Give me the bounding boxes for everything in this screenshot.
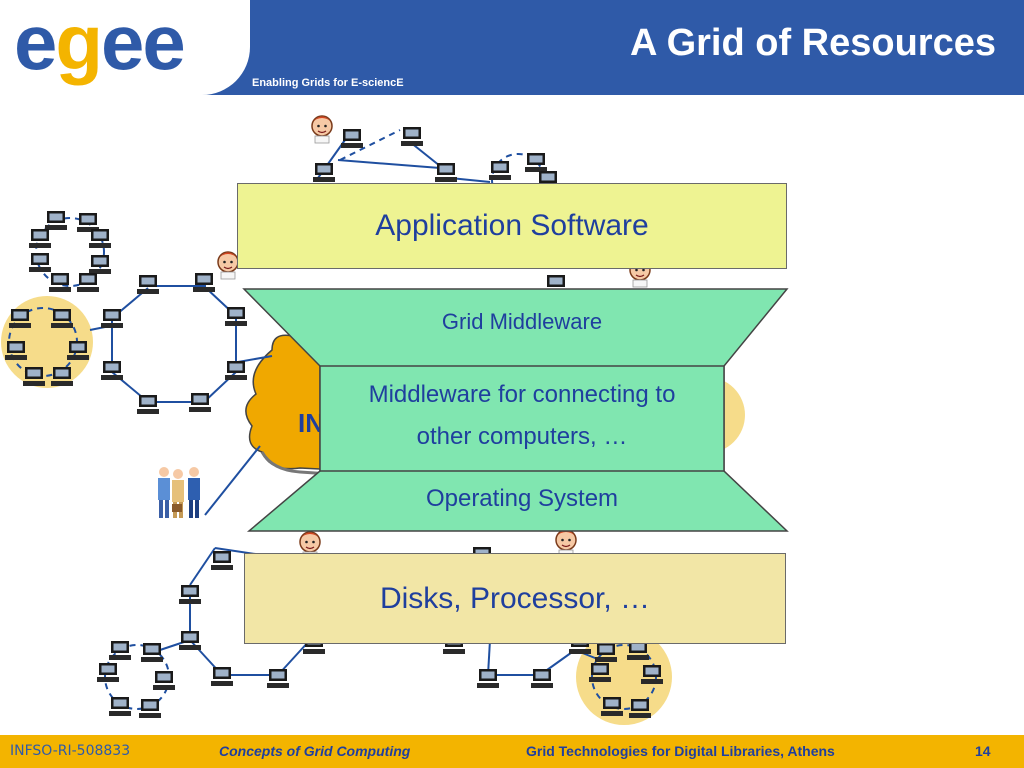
footer-page-number: 14: [975, 743, 991, 759]
logo-plate: egee: [0, 0, 250, 95]
tagline: Enabling Grids for E-sciencE: [252, 77, 404, 89]
hardware-layer: Disks, Processor, …: [244, 553, 786, 644]
user-person-icon: [217, 251, 239, 280]
footer-course-title: Concepts of Grid Computing: [219, 743, 411, 759]
slide-header: egee Enabling Grids for E-sciencE A Grid…: [0, 0, 1024, 95]
footer-event-title: Grid Technologies for Digital Libraries,…: [526, 743, 835, 759]
egee-logo: egee: [14, 0, 186, 86]
middleware-connect-line2: other computers, …: [416, 423, 628, 450]
grid-middleware-label: Grid Middleware: [441, 309, 603, 334]
middleware-connect-band: [319, 365, 725, 472]
operating-system-label: Operating System: [425, 485, 619, 512]
middleware-connect-line1: Middleware for connecting to: [368, 381, 676, 408]
footer-project-id: INFSO-RI-508833: [10, 743, 131, 759]
application-software-layer: Application Software: [237, 183, 787, 269]
user-person-icon: [311, 115, 333, 144]
user-group-icon: [158, 467, 200, 518]
slide-footer: INFSO-RI-508833 Concepts of Grid Computi…: [0, 735, 1024, 768]
grid-network-illustration: IN: [1, 115, 789, 725]
slide-title: A Grid of Resources: [629, 22, 996, 64]
